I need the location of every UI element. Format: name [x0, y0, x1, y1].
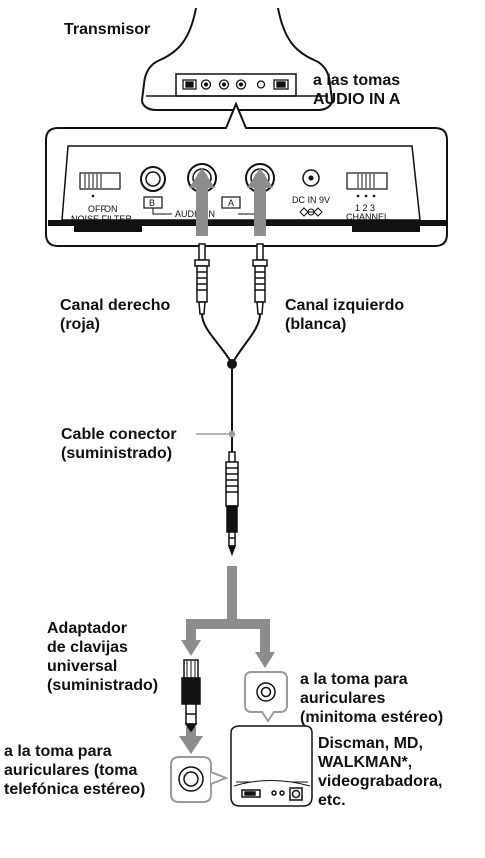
mini-jack-label-line3: (minitoma estéreo)	[300, 709, 444, 726]
transmitter-mini-jacks	[182, 79, 289, 90]
right-channel-label-line1: Canal derecho	[60, 297, 171, 314]
dc-in-text: DC IN 9V	[292, 195, 330, 205]
channel-numbers-text: 1 2 3	[355, 203, 375, 213]
on-text: ON	[104, 204, 118, 214]
transmitter-label: Transmisor	[64, 21, 151, 38]
universal-plug-adaptor	[181, 659, 201, 733]
audio-in-text: AUDIO IN	[175, 209, 215, 219]
right-channel-label-line2: (roja)	[60, 316, 100, 333]
cable-label-line2: (suministrado)	[61, 445, 173, 462]
channel-text: CHANNEL	[346, 212, 389, 222]
transmitter-unit	[140, 7, 334, 111]
jack-a-text: A	[228, 198, 234, 208]
adaptor-label-line2: de clavijas	[47, 639, 128, 656]
panel-texts: OFF ON NOISE FILTER B A R L AUDIO IN DC …	[71, 195, 389, 224]
devices-label-line2: WALKMAN*,	[318, 754, 413, 771]
stereo-mini-plug	[225, 451, 239, 557]
rca-plug-right	[194, 243, 210, 315]
phone-jack-label-line2: auriculares (toma	[4, 762, 138, 779]
output-arrows	[179, 566, 275, 754]
mini-jack-label-line2: auriculares	[300, 690, 386, 707]
left-channel-label-line1: Canal izquierdo	[285, 297, 405, 314]
noise-filter-text: NOISE FILTER	[71, 214, 132, 224]
rca-plug-left	[252, 243, 268, 315]
mini-jack-callout	[244, 671, 288, 723]
portable-player-icon	[230, 725, 313, 807]
cable-label-line1: Cable conector	[61, 426, 177, 443]
adaptor-label-line1: Adaptador	[47, 620, 127, 637]
phone-jack-label-line3: telefónica estéreo)	[4, 781, 146, 798]
audio-in-a-label-line1: a las tomas	[313, 72, 401, 89]
devices-label-line1: Discman, MD,	[318, 735, 423, 752]
jack-b-text: B	[149, 198, 155, 208]
devices-label-line4: etc.	[318, 792, 346, 809]
connector-cable	[201, 313, 261, 452]
phone-jack-callout	[170, 756, 229, 803]
input-arrows	[189, 168, 273, 236]
left-channel-label-line2: (blanca)	[285, 316, 347, 333]
adaptor-label-line4: (suministrado)	[47, 677, 159, 694]
mini-jack-label-line1: a la toma para	[300, 671, 408, 688]
phone-jack-label-line1: a la toma para	[4, 743, 112, 760]
audio-in-a-label-line2: AUDIO IN A	[313, 91, 401, 108]
off-text: OFF	[88, 204, 106, 214]
cable-leader	[196, 430, 236, 438]
adaptor-label-line3: universal	[47, 658, 118, 675]
rca-plugs	[194, 243, 268, 315]
devices-label-line3: videograbadora,	[318, 773, 443, 790]
